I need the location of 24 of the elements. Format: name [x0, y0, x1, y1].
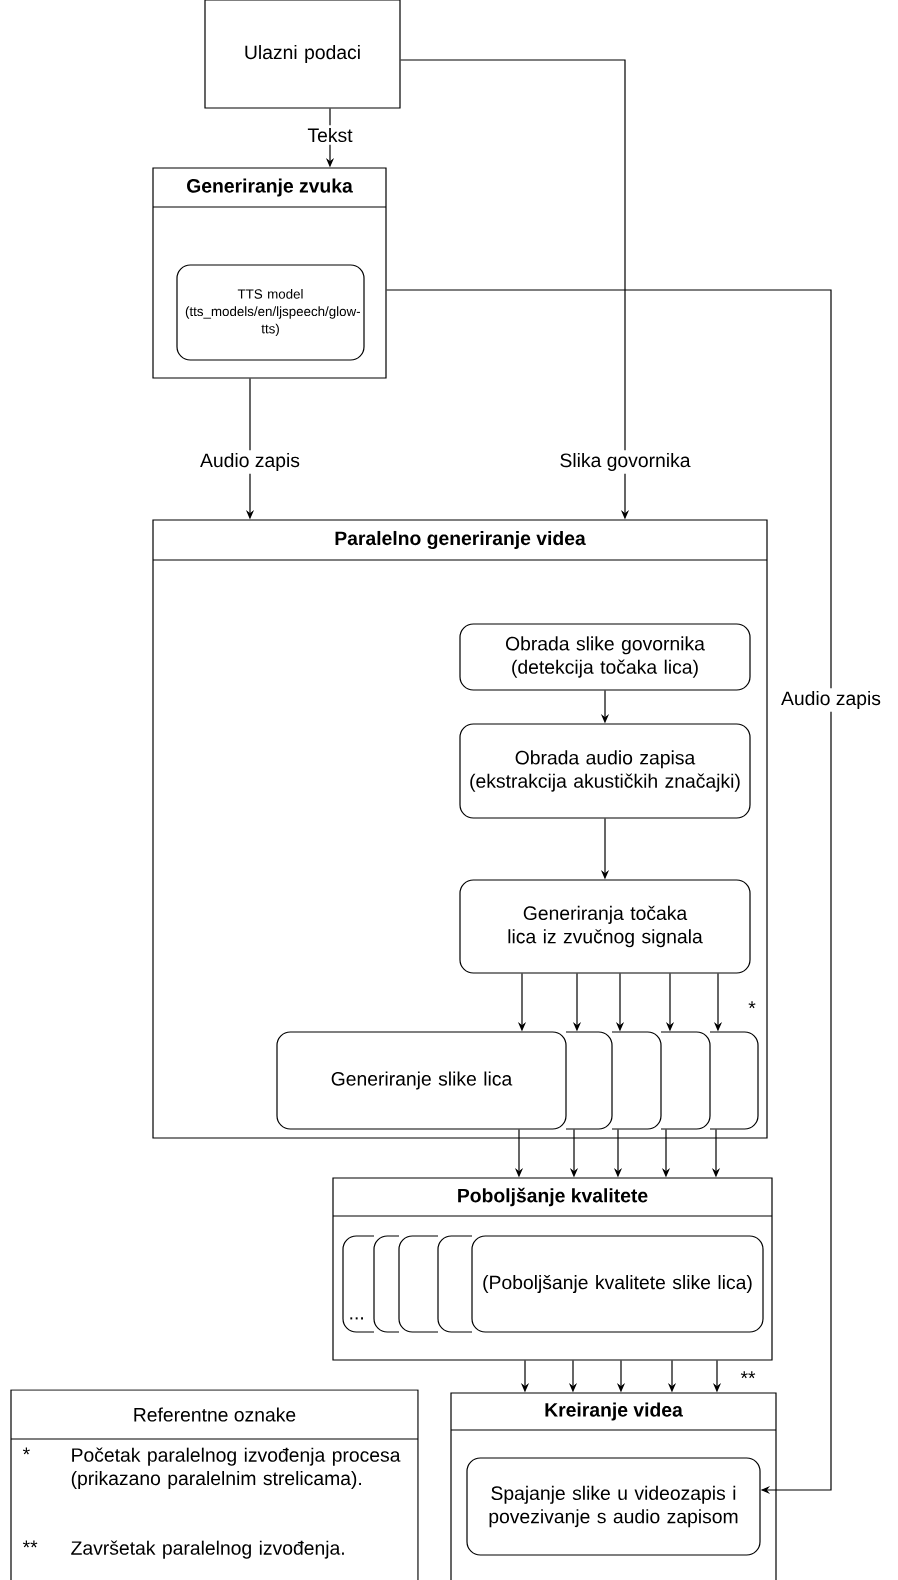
- edge-label: Tekst: [304, 125, 356, 145]
- legend-table: Referentne oznake * Početak paralelnog izvođenja procesa (prikazano paralelnim strelicama). ** Završetak paralelnog izvođenja.: [10, 1389, 419, 1580]
- arrow: [386, 289, 832, 1495]
- process-box: Ulazni podaci: [204, 0, 401, 109]
- footnote-mark: **: [740, 1371, 756, 1379]
- process-box: Spajanje slike u videozapis i povezivanje s audio zapisom: [466, 1457, 761, 1556]
- process-box: Obrada audio zapisa (ekstrakcija akustičkih značajki): [459, 723, 751, 819]
- stacked-box: [611, 1031, 662, 1130]
- stacked-box: [398, 1235, 439, 1333]
- process-box: ...: [342, 1235, 375, 1333]
- stacked-box: [565, 1031, 613, 1130]
- edge-label: Slika govornika: [556, 450, 694, 474]
- process-box: Generiranje slike lica: [276, 1031, 567, 1130]
- stacked-box: [709, 1031, 759, 1130]
- footnote-mark: *: [748, 1001, 756, 1009]
- process-box: Generiranja točaka lica iz zvučnog signala: [459, 879, 751, 974]
- stacked-box: [373, 1235, 400, 1333]
- stacked-box: [660, 1031, 711, 1130]
- process-box: Obrada slike govornika (detekcija točaka lica): [459, 623, 751, 691]
- edge-label: Audio zapis: [197, 450, 303, 474]
- edge-label: Audio zapis: [778, 688, 884, 712]
- stacked-box: [437, 1235, 473, 1333]
- process-box: TTS model (tts_models/en/ljspeech/glow-tts): [176, 264, 365, 361]
- process-box: (Poboljšanje kvalitete slike lica): [471, 1235, 764, 1333]
